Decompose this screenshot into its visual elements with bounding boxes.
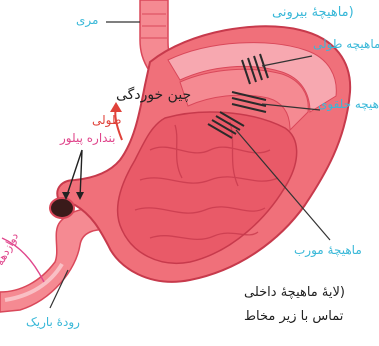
- pyloric-opening: [50, 198, 74, 218]
- longitudinal-red-label: طولی: [92, 114, 121, 126]
- folds-label: چین خوردگی: [116, 88, 191, 102]
- inner-layer-label: (لایهٔ ماهیچهٔ داخلی: [244, 286, 345, 299]
- longitudinal-muscle-label: ماهیچه طولی: [313, 38, 379, 50]
- submucosa-contact-label: تماس با زیر مخاط: [244, 310, 343, 323]
- small-intestine-label: رودهٔ باریک: [26, 316, 80, 328]
- esophagus-label: مری: [76, 14, 98, 26]
- outer-layer-label: (ماهیچهٔ بیرونی: [272, 6, 354, 19]
- oblique-muscle-label: ماهیچهٔ مورب: [294, 244, 362, 256]
- red-arrowhead: [110, 102, 122, 112]
- circular-muscle-label: ماهیچه حلقوی: [318, 98, 379, 110]
- pyloric-sphincter-label: بنداره پیلور: [60, 132, 115, 144]
